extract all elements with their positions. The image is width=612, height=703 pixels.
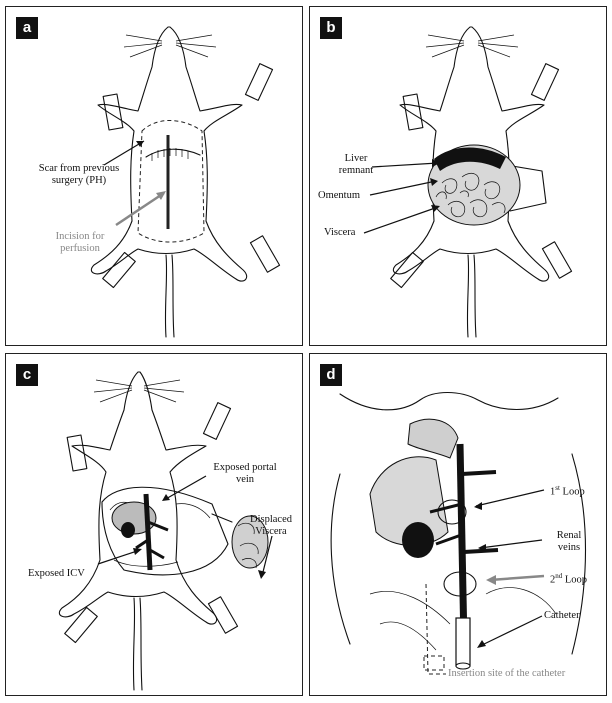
label-exposed-icv: Exposed ICV — [28, 568, 85, 579]
label-catheter: Catheter — [544, 610, 580, 621]
panel-d-illustration — [330, 391, 586, 675]
label-second-loop: 2nd Loop — [550, 572, 588, 586]
panel-b-illustration — [363, 26, 573, 338]
label-first-loop: 1st Loop — [550, 484, 585, 498]
panel-c-illustration — [58, 371, 273, 691]
panel-a-badge: a — [16, 17, 38, 39]
panel-d-badge: d — [320, 364, 342, 386]
label-viscera: Viscera — [324, 227, 356, 238]
panel-a-illustration — [90, 26, 281, 338]
label-insertion-site: Insertion site of the catheter — [448, 668, 566, 679]
label-omentum: Omentum — [318, 190, 360, 201]
panel-b-badge: b — [320, 17, 342, 39]
panel-c-badge: c — [16, 364, 38, 386]
